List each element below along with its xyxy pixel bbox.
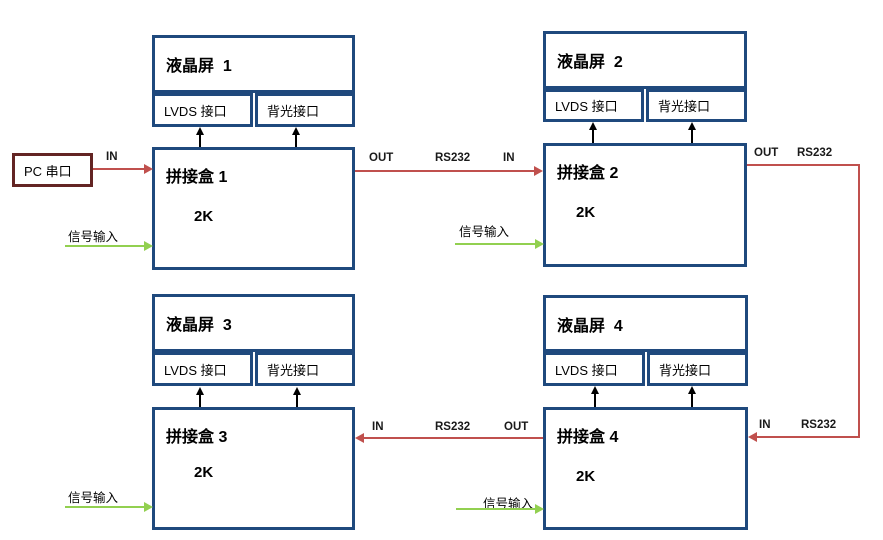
- signal-arrow-icon-3: [144, 502, 153, 512]
- signal-input-label-3: 信号输入: [68, 491, 119, 505]
- backlight-port-label-1: 背光接口: [267, 103, 320, 119]
- box4-in-line-bottom: [757, 436, 860, 438]
- splice-box-resolution-4: 2K: [576, 468, 596, 485]
- signal-arrow-line-3: [65, 506, 144, 508]
- lvds-port-label-4: LVDS 接口: [555, 362, 618, 378]
- signal-input-label-4: 信号输入: [483, 497, 534, 511]
- signal-arrow-icon-4: [535, 504, 544, 514]
- splice-box-1: 拼接盒 1 2K: [152, 147, 355, 270]
- backlight-port-label-3: 背光接口: [267, 362, 320, 378]
- box2-out-line-top: [747, 164, 860, 166]
- splice-box-2: 拼接盒 2 2K: [543, 143, 747, 267]
- box2-to-box4-vertical-line: [858, 164, 860, 438]
- screen-label-3: 液晶屏 3: [166, 317, 232, 334]
- splice-box-resolution-3: 2K: [194, 464, 214, 481]
- box2-in-label: IN: [503, 152, 515, 164]
- lvds-arrow-icon-4: [591, 386, 599, 394]
- backlight-arrow-icon-2: [688, 122, 696, 130]
- signal-arrow-line-4: [456, 508, 535, 510]
- box1-box2-rs232-label: RS232: [435, 152, 471, 164]
- screen-label-4: 液晶屏 4: [557, 317, 623, 335]
- lvds-arrow-icon-1: [196, 127, 204, 135]
- splice-box-label-3: 拼接盒 3: [166, 429, 228, 446]
- lvds-connector-line-3: [199, 394, 201, 407]
- backlight-port-2: 背光接口: [646, 89, 747, 122]
- lvds-connector-line-2: [592, 129, 594, 143]
- signal-input-label-2: 信号输入: [459, 225, 510, 239]
- lvds-port-label-1: LVDS 接口: [164, 103, 227, 119]
- box4-in-arrow-icon: [748, 432, 757, 442]
- lvds-port-2: LVDS 接口: [543, 89, 644, 122]
- screen-box-2: 液晶屏 2: [543, 31, 747, 89]
- backlight-port-4: 背光接口: [647, 352, 748, 386]
- screen-label-1: 液晶屏 1: [166, 58, 232, 75]
- screen-box-3: 液晶屏 3: [152, 294, 355, 352]
- box4-in-label: IN: [759, 419, 771, 431]
- lvds-connector-line-4: [594, 393, 596, 407]
- splice-box-label-2: 拼接盒 2: [557, 165, 619, 182]
- pc-to-box1-line: [93, 168, 144, 170]
- screen-box-1: 液晶屏 1: [152, 35, 355, 93]
- box1-to-box2-line: [355, 170, 534, 172]
- lvds-port-label-2: LVDS 接口: [555, 99, 618, 114]
- pc-serial-box: PC 串口: [12, 153, 93, 187]
- backlight-arrow-icon-3: [293, 387, 301, 395]
- lvds-port-3: LVDS 接口: [152, 352, 253, 386]
- pc-in-label: IN: [106, 151, 118, 163]
- backlight-connector-line-1: [295, 134, 297, 147]
- backlight-arrow-icon-1: [292, 127, 300, 135]
- backlight-port-label-2: 背光接口: [658, 99, 711, 114]
- signal-arrow-icon-1: [144, 241, 153, 251]
- signal-arrow-line-1: [65, 245, 144, 247]
- lvds-arrow-icon-2: [589, 122, 597, 130]
- backlight-port-3: 背光接口: [255, 352, 355, 386]
- box2-rs232-label: RS232: [797, 147, 833, 159]
- box2-out-label: OUT: [754, 147, 779, 159]
- signal-arrow-line-2: [455, 243, 535, 245]
- lvds-port-1: LVDS 接口: [152, 93, 253, 127]
- lvds-port-4: LVDS 接口: [543, 352, 645, 386]
- pc-serial-label: PC 串口: [24, 163, 72, 179]
- backlight-arrow-icon-4: [688, 386, 696, 394]
- pc-to-box1-arrow-icon: [144, 164, 153, 174]
- backlight-connector-line-4: [691, 393, 693, 407]
- signal-arrow-icon-2: [535, 239, 544, 249]
- box1-out-label: OUT: [369, 152, 394, 164]
- box4-box3-rs232-label: RS232: [435, 421, 471, 433]
- splice-box-label-1: 拼接盒 1: [166, 169, 228, 186]
- splice-box-label-4: 拼接盒 4: [557, 429, 619, 446]
- lvds-arrow-icon-3: [196, 387, 204, 395]
- backlight-port-label-4: 背光接口: [659, 362, 712, 378]
- signal-input-label-1: 信号输入: [68, 230, 119, 244]
- box4-to-box3-line: [364, 437, 543, 439]
- screen-label-2: 液晶屏 2: [557, 54, 623, 71]
- lvds-port-label-3: LVDS 接口: [164, 362, 227, 378]
- backlight-connector-line-3: [296, 394, 298, 407]
- box3-in-label: IN: [372, 421, 384, 433]
- lvds-connector-line-1: [199, 134, 201, 147]
- box4-to-box3-arrow-icon: [355, 433, 364, 443]
- backlight-connector-line-2: [691, 129, 693, 143]
- backlight-port-1: 背光接口: [255, 93, 355, 127]
- box1-to-box2-arrow-icon: [534, 166, 543, 176]
- screen-box-4: 液晶屏 4: [543, 295, 748, 352]
- splice-box-4: 拼接盒 4 2K: [543, 407, 748, 530]
- splice-box-resolution-1: 2K: [194, 208, 214, 225]
- box4-out-label: OUT: [504, 421, 529, 433]
- splice-box-3: 拼接盒 3 2K: [152, 407, 355, 530]
- splice-box-resolution-2: 2K: [576, 204, 596, 221]
- box4-rs232-label: RS232: [801, 419, 837, 431]
